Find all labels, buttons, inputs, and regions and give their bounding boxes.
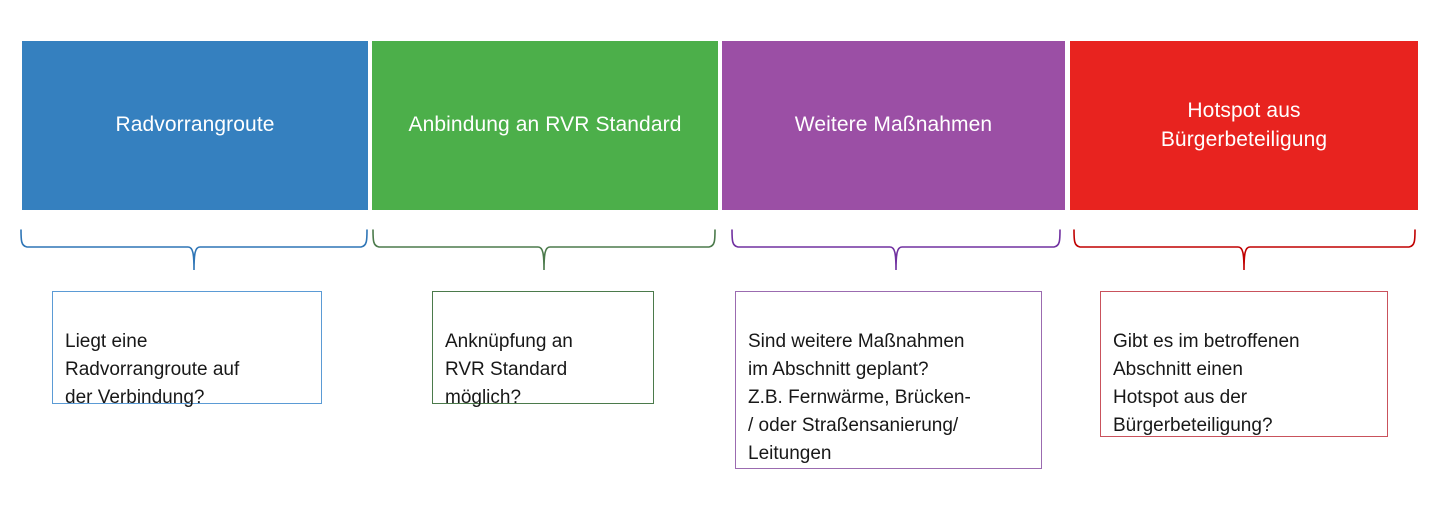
header-label: Hotspot aus Bürgerbeteiligung (1160, 99, 1328, 151)
question-box-radvorrangroute[interactable]: Liegt eine Radvorrangroute auf der Verbi… (52, 291, 322, 408)
question-text: Liegt eine Radvorrangroute auf der Verbi… (65, 331, 240, 408)
question-box-weitere-massnahmen[interactable]: Sind weitere Maßnahmen im Abschnitt gepl… (735, 291, 1042, 469)
question-text: Gibt es im betroffenen Abschnitt einen H… (1113, 331, 1300, 436)
question-text: Anknüpfung an RVR Standard möglich? (445, 331, 573, 408)
brace-connector-anbindung-rvr-standard (372, 229, 716, 271)
header-label: Anbindung an RVR Standard (408, 113, 682, 137)
question-box-anbindung-rvr-standard[interactable]: Anknüpfung an RVR Standard möglich? (432, 291, 654, 408)
brace-connector-weitere-massnahmen (731, 229, 1061, 271)
header-box-weitere-massnahmen[interactable]: Weitere Maßnahmen (722, 41, 1065, 210)
header-label: Radvorrangroute (115, 113, 275, 137)
brace-connector-hotspot-buergerbeteiligung (1073, 229, 1416, 271)
brace-connector-radvorrangroute (20, 229, 368, 271)
header-label: Weitere Maßnahmen (794, 113, 993, 137)
header-box-radvorrangroute[interactable]: Radvorrangroute (22, 41, 368, 210)
question-box-hotspot-buergerbeteiligung[interactable]: Gibt es im betroffenen Abschnitt einen H… (1100, 291, 1388, 437)
question-text: Sind weitere Maßnahmen im Abschnitt gepl… (748, 331, 971, 464)
header-box-hotspot-buergerbeteiligung[interactable]: Hotspot aus Bürgerbeteiligung (1070, 41, 1418, 210)
header-box-anbindung-rvr-standard[interactable]: Anbindung an RVR Standard (372, 41, 718, 210)
